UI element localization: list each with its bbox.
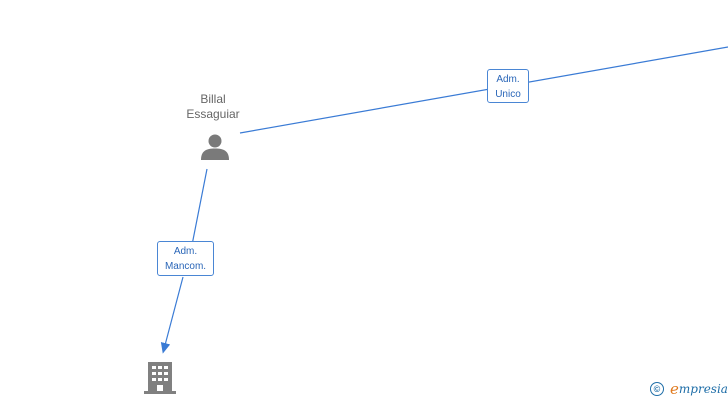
empresia-watermark: © empresia <box>650 380 728 398</box>
person-name-line1: Billal <box>200 92 226 106</box>
copyright-icon: © <box>650 382 664 396</box>
role-label-line2: Mancom. <box>164 261 207 272</box>
brand-initial: e <box>670 380 679 398</box>
role-label-line1: Adm. <box>173 246 198 257</box>
person-icon[interactable] <box>201 134 229 161</box>
edge-line-adm-mancom <box>164 168 208 349</box>
brand-name: mpresia <box>678 382 728 396</box>
building-icon[interactable] <box>144 362 176 394</box>
person-name-label[interactable]: Billal Essaguiar <box>172 92 254 122</box>
role-label-adm-mancom: Adm. Mancom. <box>157 241 214 276</box>
edge-line-adm-unico <box>239 46 728 134</box>
role-label-line2: Unico <box>495 89 521 100</box>
role-label-adm-unico: Adm. Unico <box>487 69 529 103</box>
role-label-line1: Adm. <box>496 74 520 85</box>
person-name-line2: Essaguiar <box>186 107 240 121</box>
